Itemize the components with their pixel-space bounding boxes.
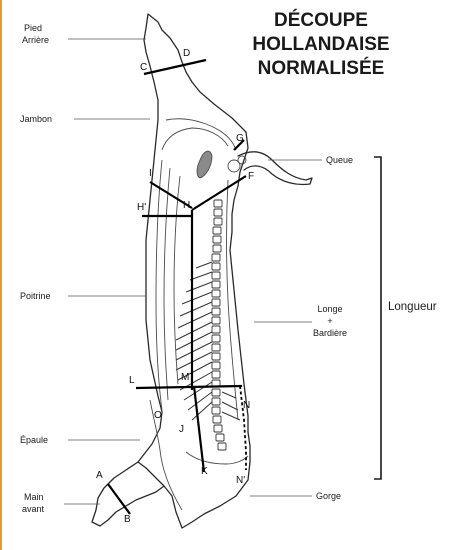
ham-inner-curve-2 [162, 128, 228, 150]
label-gorge: Gorge [316, 491, 341, 501]
cut-point-C: C [140, 62, 147, 73]
title-line-2: HOLLANDAISE [252, 34, 389, 55]
belly-inner-layer-1 [156, 160, 162, 410]
label-longe-line1: Longe [317, 304, 342, 314]
longueur-bracket [374, 157, 381, 479]
label-longueur: Longueur [388, 301, 437, 313]
carcass-silhouette [138, 14, 250, 528]
belly-inner-layer-2 [164, 168, 170, 400]
ham-inner-curve [166, 119, 236, 150]
cut-point-L: L [129, 375, 135, 386]
cut-line-N-Nprime-dashed [240, 386, 246, 470]
label-longe-line3: Bardière [313, 328, 347, 338]
cut-point-F: F [248, 171, 254, 182]
title-block: DÉCOUPE HOLLANDAISE NORMALISÉE [252, 9, 389, 79]
label-main-avant-line1: Main [24, 492, 44, 502]
label-poitrine: Poitrine [20, 291, 51, 301]
label-pied-arriere-line2: Arrière [22, 35, 49, 45]
neck-inner [186, 452, 248, 464]
cut-point-K: K [201, 466, 208, 477]
cut-point-O: O [154, 410, 162, 421]
label-longe-line2: + [327, 316, 332, 326]
label-queue: Queue [326, 155, 353, 165]
cut-point-M: M [181, 372, 189, 383]
cut-point-H-prime: H' [137, 202, 146, 213]
tail-joint [238, 156, 246, 164]
label-jambon: Jambon [20, 114, 52, 124]
label-pied-arriere-line1: Pied [24, 23, 42, 33]
cut-point-D: D [183, 48, 190, 59]
kidney-shape [197, 151, 212, 178]
cut-point-G: G [236, 133, 244, 144]
cut-point-H: H [183, 200, 190, 211]
cut-point-J: J [179, 424, 184, 435]
title-line-1: DÉCOUPE [274, 9, 368, 31]
cut-point-N-prime: N' [236, 475, 245, 486]
cut-point-I: I [149, 168, 152, 179]
cut-line-C-D [144, 60, 206, 74]
label-main-avant-line2: avant [22, 504, 45, 514]
cut-point-N: N [243, 400, 250, 411]
label-epaule: Épaule [20, 435, 48, 445]
cut-line-L-N [136, 386, 242, 388]
cut-point-A: A [96, 470, 103, 481]
title-line-3: NORMALISÉE [258, 57, 385, 79]
belly-inner-layer-3 [174, 176, 180, 384]
cut-point-B: B [124, 514, 131, 525]
cut-point-letters: A B C D F G H H' I J K L M N N' O [96, 48, 254, 525]
